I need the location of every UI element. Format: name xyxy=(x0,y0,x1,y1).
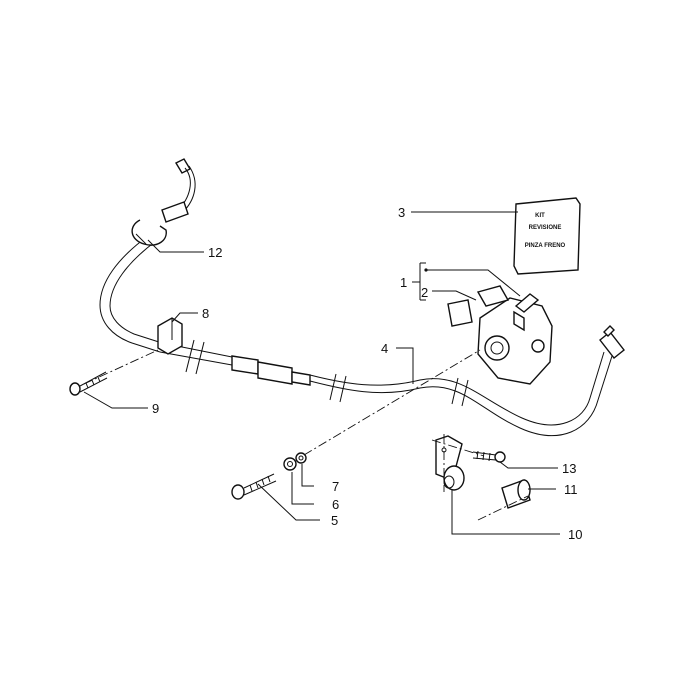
kit-bag-line3: PINZA FRENO xyxy=(525,243,566,249)
brake-hose xyxy=(99,158,625,437)
callout-13: 13 xyxy=(562,461,576,476)
leader-lines xyxy=(83,211,560,535)
callout-3: 3 xyxy=(398,205,405,220)
callout-4: 4 xyxy=(381,341,388,356)
mounting-bracket xyxy=(435,435,465,491)
brake-pads xyxy=(447,285,510,327)
spacer-11 xyxy=(501,479,531,509)
callout-2: 2 xyxy=(421,285,428,300)
callout-5: 5 xyxy=(331,513,338,528)
screw-5 xyxy=(231,473,277,500)
hose-clip xyxy=(131,219,167,246)
callout-10: 10 xyxy=(568,527,582,542)
hose-support-bracket xyxy=(157,317,183,355)
callout-11: 11 xyxy=(564,482,578,497)
callout-labels: 1 2 3 4 5 6 7 8 9 10 11 12 13 xyxy=(152,205,582,542)
screw-9 xyxy=(69,371,108,396)
callout-6: 6 xyxy=(332,497,339,512)
repair-kit-bag: KIT REVISIONE PINZA FRENO xyxy=(513,197,581,275)
callout-8: 8 xyxy=(202,306,209,321)
callout-9: 9 xyxy=(152,401,159,416)
callout-7: 7 xyxy=(332,479,339,494)
washer-6 xyxy=(283,457,297,471)
kit-bag-line1: KIT xyxy=(535,213,545,219)
callout-1: 1 xyxy=(400,275,407,290)
callout-12: 12 xyxy=(208,245,222,260)
brake-caliper xyxy=(477,293,553,385)
screw-13 xyxy=(472,450,506,463)
kit-bag-line2: REVISIONE xyxy=(529,225,562,231)
assembly-axes xyxy=(83,349,529,521)
washer-7 xyxy=(295,452,307,464)
